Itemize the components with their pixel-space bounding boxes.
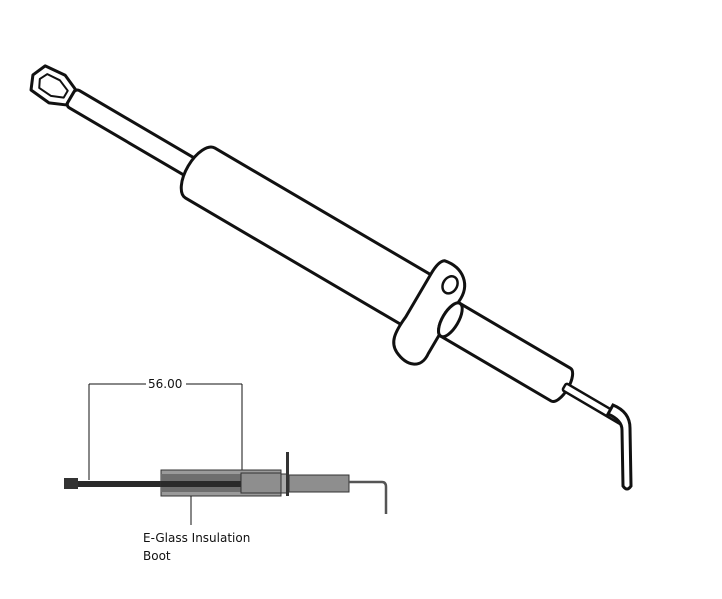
lead-wire-section (78, 481, 238, 487)
lead-wire (65, 88, 206, 182)
electrode-tip (605, 403, 633, 491)
flange-hole (441, 275, 459, 295)
callout-line-2: Boot (143, 549, 171, 563)
main-insulation-tube (179, 145, 452, 338)
igniter-section-view (64, 383, 388, 525)
flange-section (286, 452, 289, 496)
igniter-3d-view (29, 64, 629, 428)
ceramic-section (288, 474, 350, 493)
callout-label: E-Glass Insulation Boot (143, 529, 250, 565)
inner-ceramic-section (240, 472, 282, 494)
terminal-boot-cap (64, 478, 78, 489)
callout-line-1: E-Glass Insulation (143, 531, 251, 545)
electrode-rod-section (349, 480, 388, 514)
dimension-label: 56.00 (146, 375, 185, 393)
